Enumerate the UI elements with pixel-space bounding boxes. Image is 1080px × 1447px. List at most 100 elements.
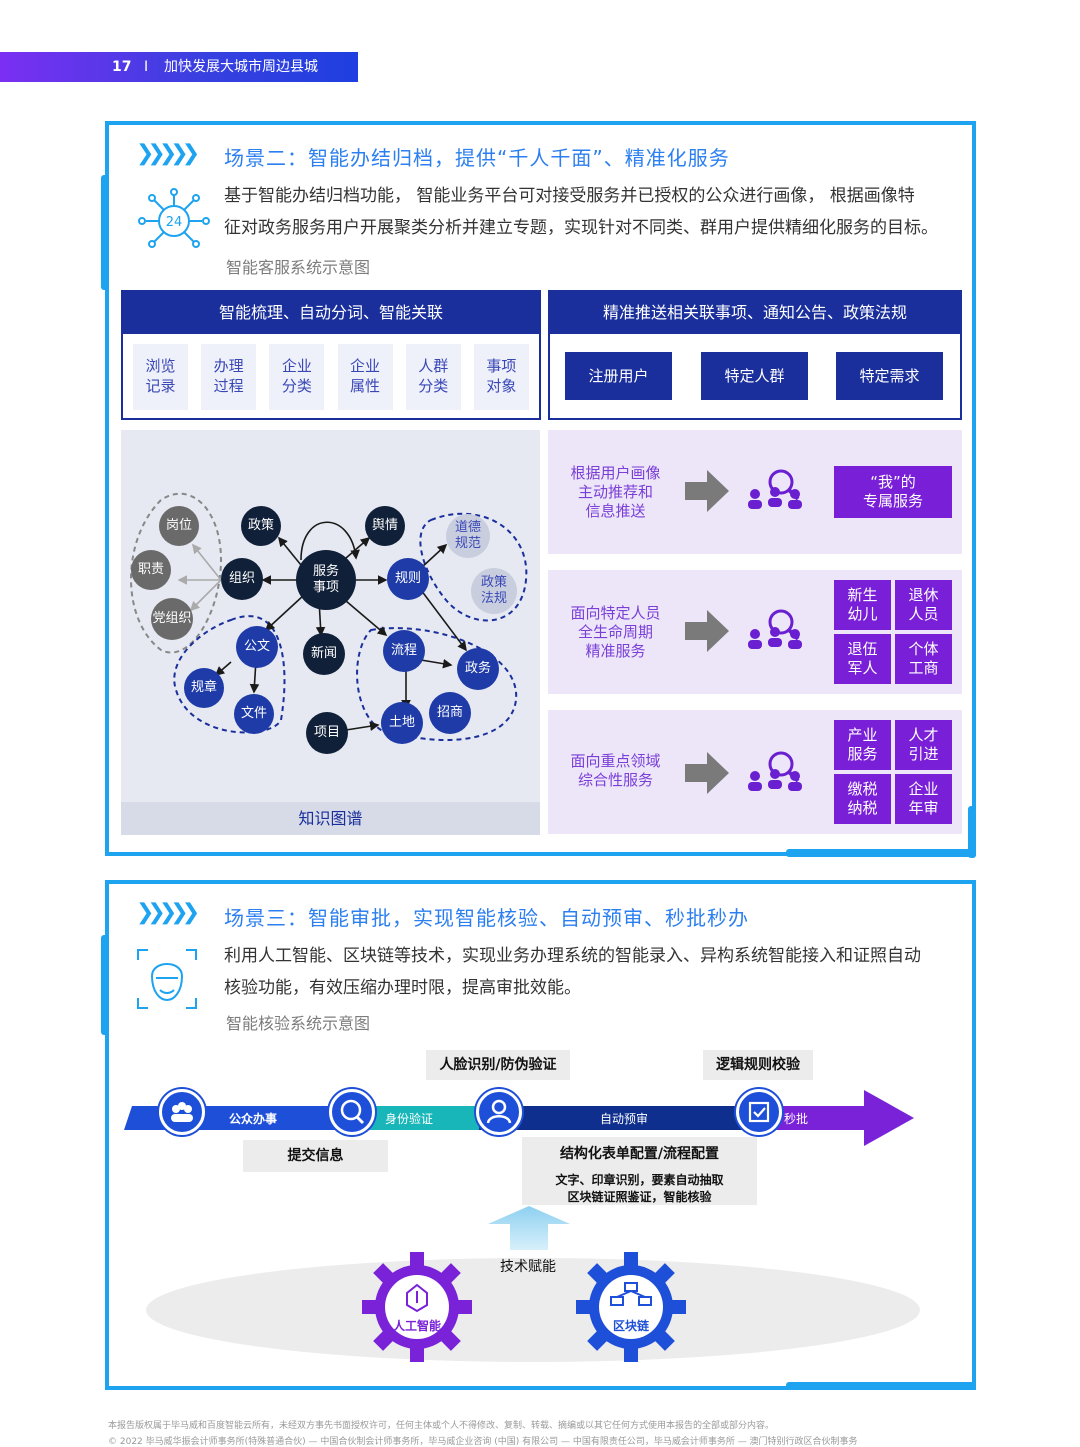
- ocr-label-1: 文字、印章识别，要素自动抽取: [555, 1173, 724, 1187]
- kg-node-wenjian: 文件: [234, 694, 274, 734]
- kg-node-dangzuzhi: 党组织: [151, 598, 193, 640]
- user-icon: [476, 1089, 522, 1135]
- submit-info-label: 提交信息: [243, 1140, 388, 1172]
- kg-node-daode: 道德规范: [446, 514, 490, 558]
- tag-item: 企业属性: [337, 344, 393, 410]
- scene3-caption: 智能核验系统示意图: [226, 1014, 371, 1033]
- right-arrow-icon: [685, 470, 729, 512]
- kg-node-liucheng: 流程: [383, 630, 425, 672]
- scene2-text-line1: 基于智能办结归档功能， 智能业务平台可对接受服务并已授权的公众进行画像， 根据画…: [224, 186, 915, 206]
- cell-annual-review: 企业年审: [895, 774, 952, 824]
- struct-config-label: 结构化表单配置/流程配置: [559, 1146, 720, 1162]
- user-group-search-icon: [748, 469, 802, 509]
- push-panel-header: 精准推送相关联事项、通知公告、政策法规: [550, 292, 960, 334]
- tag-item: 办理过程: [201, 344, 257, 410]
- tags-panel-header: 智能梳理、自动分词、智能关联: [123, 292, 539, 334]
- headset-24h-icon: 24: [138, 188, 210, 248]
- public-service-icon: [159, 1089, 205, 1135]
- cell-veteran: 退伍军人: [834, 634, 891, 684]
- cell-newborn: 新生幼儿: [834, 580, 891, 630]
- tech-empower-label: 技术赋能: [500, 1259, 556, 1275]
- cell-industry-service: 产业服务: [834, 720, 891, 770]
- kg-node-fuwu: 服务事项: [296, 550, 356, 610]
- user-group-search-icon: [748, 751, 802, 791]
- kg-node-fagui: 政策法规: [471, 568, 517, 614]
- header-title: 加快发展大城市周边县城: [164, 59, 318, 75]
- identity-search-icon: [329, 1089, 375, 1135]
- face-recognition-icon: [137, 949, 197, 1009]
- svg-text:24: 24: [166, 215, 183, 230]
- scene3-frame: [105, 880, 976, 1390]
- footer-copyright-line2: © 2022 毕马威华振会计师事务所(特殊普通合伙) — 中国合伙制会计师事务所…: [108, 1437, 858, 1447]
- tag-item: 人群分类: [405, 344, 461, 410]
- knowledge-graph: 岗位 职责 党组织 组织 政策 服务事项 舆情 规则 道德规范 政策法规 公文 …: [121, 430, 540, 835]
- kg-node-guizhang: 规章: [184, 668, 224, 708]
- face-verify-label: 人脸识别/防伪验证: [426, 1050, 570, 1080]
- kg-node-guize: 规则: [387, 558, 429, 600]
- footer-copyright-line1: 本报告版权属于毕马威和百度智能云所有，未经双方事先书面授权许可，任何主体或个人不…: [108, 1421, 775, 1431]
- kg-node-zhize: 职责: [131, 550, 171, 590]
- scene2-caption: 智能客服系统示意图: [226, 258, 371, 277]
- blockchain-gear-icon: 区块链: [576, 1252, 686, 1362]
- svg-text:人工智能: 人工智能: [393, 1318, 441, 1333]
- kg-node-xiangmu: 项目: [306, 712, 348, 754]
- tags-panel: 智能梳理、自动分词、智能关联 浏览记录 办理过程 企业分类 企业属性 人群分类 …: [121, 290, 541, 420]
- config-ocr-box: 结构化表单配置/流程配置 文字、印章识别，要素自动抽取 区块链证照鉴证，智能核验: [522, 1137, 757, 1205]
- service-row-2: 面向特定人员全生命周期精准服务 新生幼儿 退休人员 退伍军人 个体工商: [548, 570, 962, 694]
- scene2-left-accent: [101, 175, 109, 290]
- scene2-chevron-icon: ❯❯❯❯❯: [136, 141, 200, 166]
- scene3-text-line1: 利用人工智能、区块链等技术，实现业务办理系统的智能录入、异构系统智能接入和证照自…: [224, 946, 921, 966]
- cell-tax: 缴税纳税: [834, 774, 891, 824]
- step-label-prereview: 自动预审: [600, 1112, 649, 1126]
- scene3-title: 场景三：智能审批，实现智能核验、自动预审、秒批秒办: [224, 906, 749, 930]
- right-arrow-icon: [685, 610, 729, 652]
- kg-node-zuzhi: 组织: [221, 558, 263, 600]
- scene3-text-line2: 核验功能，有效压缩办理时限，提高审批效能。: [224, 978, 581, 998]
- scene2-title: 场景二：智能办结归档，提供“千人千面”、精准化服务: [224, 146, 730, 170]
- step-label-instant: 秒批: [784, 1112, 809, 1126]
- service-row-3: 面向重点领域综合性服务 产业服务 人才引进 缴税纳税 企业年审: [548, 710, 962, 834]
- page-number: 17: [112, 59, 132, 75]
- tag-item: 企业分类: [269, 344, 325, 410]
- scene2-bottom-accent: [786, 849, 976, 857]
- registered-user-button[interactable]: 注册用户: [565, 352, 672, 400]
- knowledge-graph-label: 知识图谱: [121, 802, 540, 835]
- scene2-right-accent: [968, 806, 976, 858]
- right-arrow-icon: [685, 752, 729, 794]
- scene2-frame: [105, 121, 976, 856]
- cell-talent: 人才引进: [895, 720, 952, 770]
- ai-gear-icon: 人工智能: [362, 1252, 472, 1362]
- specific-group-button[interactable]: 特定人群: [701, 352, 808, 400]
- step-label-public: 公众办事: [229, 1112, 278, 1126]
- kg-node-tudi: 土地: [381, 702, 423, 744]
- service-row-2-text: 面向特定人员全生命周期精准服务: [570, 604, 661, 660]
- tag-item: 浏览记录: [133, 344, 188, 410]
- up-arrow-icon: [488, 1206, 570, 1250]
- approval-check-icon: [736, 1089, 782, 1135]
- kg-node-gongwen: 公文: [236, 626, 278, 668]
- ocr-label-2: 区块链证照鉴证，智能核验: [567, 1190, 712, 1204]
- scene2-text-line2: 征对政务服务用户开展聚类分析并建立专题，实现针对不同类、群用户提供精细化服务的目…: [224, 218, 938, 238]
- kg-node-xinwen: 新闻: [303, 633, 345, 675]
- tech-base-ellipse: [146, 1258, 920, 1362]
- tags-list: 浏览记录 办理过程 企业分类 企业属性 人群分类 事项对象: [133, 344, 529, 410]
- service-row-1-text: 根据用户画像主动推荐和信息推送: [570, 464, 661, 520]
- kg-node-zhengce: 政策: [241, 506, 281, 546]
- svg-text:区块链: 区块链: [613, 1318, 650, 1333]
- tag-item: 事项对象: [473, 344, 529, 410]
- header-separator: I: [144, 59, 149, 75]
- exclusive-service-box: “我”的专属服务: [834, 466, 952, 518]
- push-panel: 精准推送相关联事项、通知公告、政策法规 注册用户 特定人群 特定需求: [548, 290, 962, 420]
- header-band: 17 I 加快发展大城市周边县城: [0, 52, 358, 82]
- kg-node-gangwei: 岗位: [159, 506, 199, 546]
- specific-need-button[interactable]: 特定需求: [836, 352, 943, 400]
- kg-node-zhengwu: 政务: [457, 648, 499, 690]
- scene3-chevron-icon: ❯❯❯❯❯: [136, 900, 200, 925]
- cell-retiree: 退休人员: [895, 580, 952, 630]
- kg-node-yuqing: 舆情: [365, 506, 405, 546]
- user-group-search-icon: [748, 609, 802, 649]
- kg-node-zhaoshang: 招商: [429, 692, 471, 734]
- service-row-1: 根据用户画像主动推荐和信息推送 “我”的专属服务: [548, 430, 962, 554]
- service-row-3-text: 面向重点领域综合性服务: [570, 752, 661, 789]
- scene3-bottom-accent: [786, 1382, 976, 1390]
